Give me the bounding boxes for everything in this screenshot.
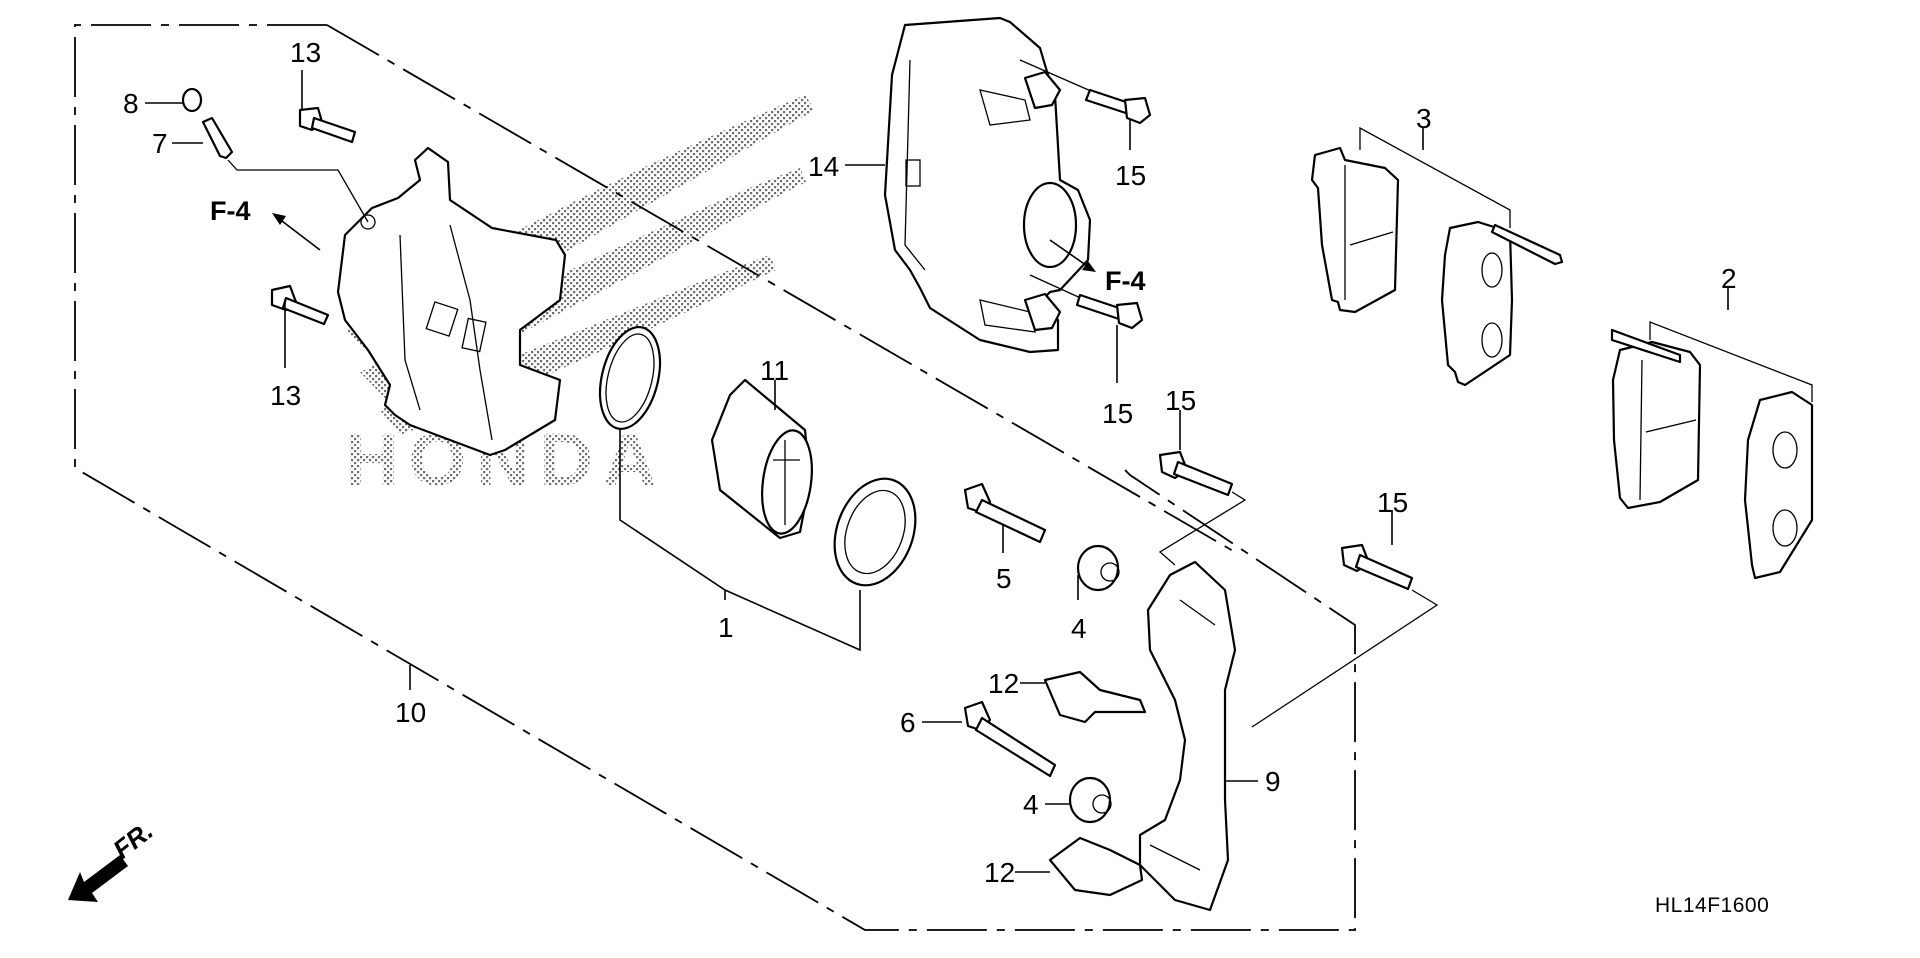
callout-7: 7 bbox=[152, 128, 168, 159]
callout-9: 9 bbox=[1265, 766, 1281, 797]
bolt-13-lower bbox=[270, 284, 330, 326]
f4-right-arrow bbox=[1049, 239, 1091, 269]
callout-12-upper: 12 bbox=[988, 668, 1019, 699]
callout-13-lower: 13 bbox=[270, 380, 301, 411]
pad-set-2 bbox=[1610, 321, 1814, 580]
callout-4-lower: 4 bbox=[1023, 789, 1039, 820]
pad-set-3 bbox=[1310, 126, 1564, 387]
bolt-13-upper bbox=[298, 106, 357, 144]
piston-seal bbox=[598, 325, 662, 431]
callout-labels: 13 8 7 F-4 13 14 15 F-4 15 15 15 3 2 11 … bbox=[123, 37, 1737, 888]
caliper-body bbox=[336, 146, 567, 457]
callout-13-upper: 13 bbox=[290, 37, 321, 68]
reference-f4-right: F-4 bbox=[1105, 266, 1146, 296]
pad-spring-12-upper bbox=[1043, 670, 1147, 724]
callout-6: 6 bbox=[900, 707, 916, 738]
callout-3: 3 bbox=[1416, 103, 1432, 134]
f4-left-arrow bbox=[277, 217, 321, 251]
f4-left-arrowhead bbox=[272, 213, 286, 225]
caliper-bracket-9 bbox=[1138, 560, 1237, 912]
callout-15-a: 15 bbox=[1115, 160, 1146, 191]
front-direction-marker: FR. bbox=[68, 815, 159, 902]
dust-seal bbox=[833, 477, 917, 587]
leader-lines bbox=[145, 70, 1729, 873]
callout-10: 10 bbox=[395, 697, 426, 728]
pad-spring-12-lower bbox=[1048, 836, 1144, 897]
reference-f4-left: F-4 bbox=[210, 196, 251, 226]
group-outline-10 bbox=[74, 24, 1356, 931]
fr-label: FR. bbox=[107, 815, 158, 864]
bleeder-cap-8 bbox=[181, 87, 203, 113]
bleed-valve-7 bbox=[201, 116, 369, 223]
callout-11: 11 bbox=[760, 355, 789, 386]
callout-15-c: 15 bbox=[1165, 385, 1196, 416]
callout-2: 2 bbox=[1721, 263, 1737, 294]
callout-12-lower: 12 bbox=[984, 857, 1015, 888]
callout-14: 14 bbox=[808, 151, 839, 182]
caliper-assembly bbox=[883, 16, 1092, 354]
slide-pin-6 bbox=[963, 700, 1057, 778]
diagram-code: HL14F1600 bbox=[1655, 894, 1769, 917]
piston-11 bbox=[710, 378, 813, 540]
flange-bolt-15-d bbox=[1251, 543, 1439, 728]
pin-boot-4-lower bbox=[1068, 776, 1112, 824]
flange-bolt-15-c bbox=[1158, 450, 1247, 566]
f4-right-arrowhead bbox=[1082, 261, 1096, 272]
callout-8: 8 bbox=[123, 88, 139, 119]
pin-boot-4-upper bbox=[1076, 544, 1120, 592]
callout-15-d: 15 bbox=[1377, 487, 1408, 518]
slide-pin-5 bbox=[963, 482, 1047, 544]
flange-bolt-15-b bbox=[1029, 274, 1144, 330]
callout-5: 5 bbox=[996, 563, 1012, 594]
fr-arrow-icon bbox=[68, 855, 128, 902]
callout-15-b: 15 bbox=[1102, 398, 1133, 429]
flange-bolt-15-a bbox=[1019, 59, 1152, 125]
callout-4-upper: 4 bbox=[1071, 613, 1087, 644]
callout-1: 1 bbox=[718, 612, 734, 643]
